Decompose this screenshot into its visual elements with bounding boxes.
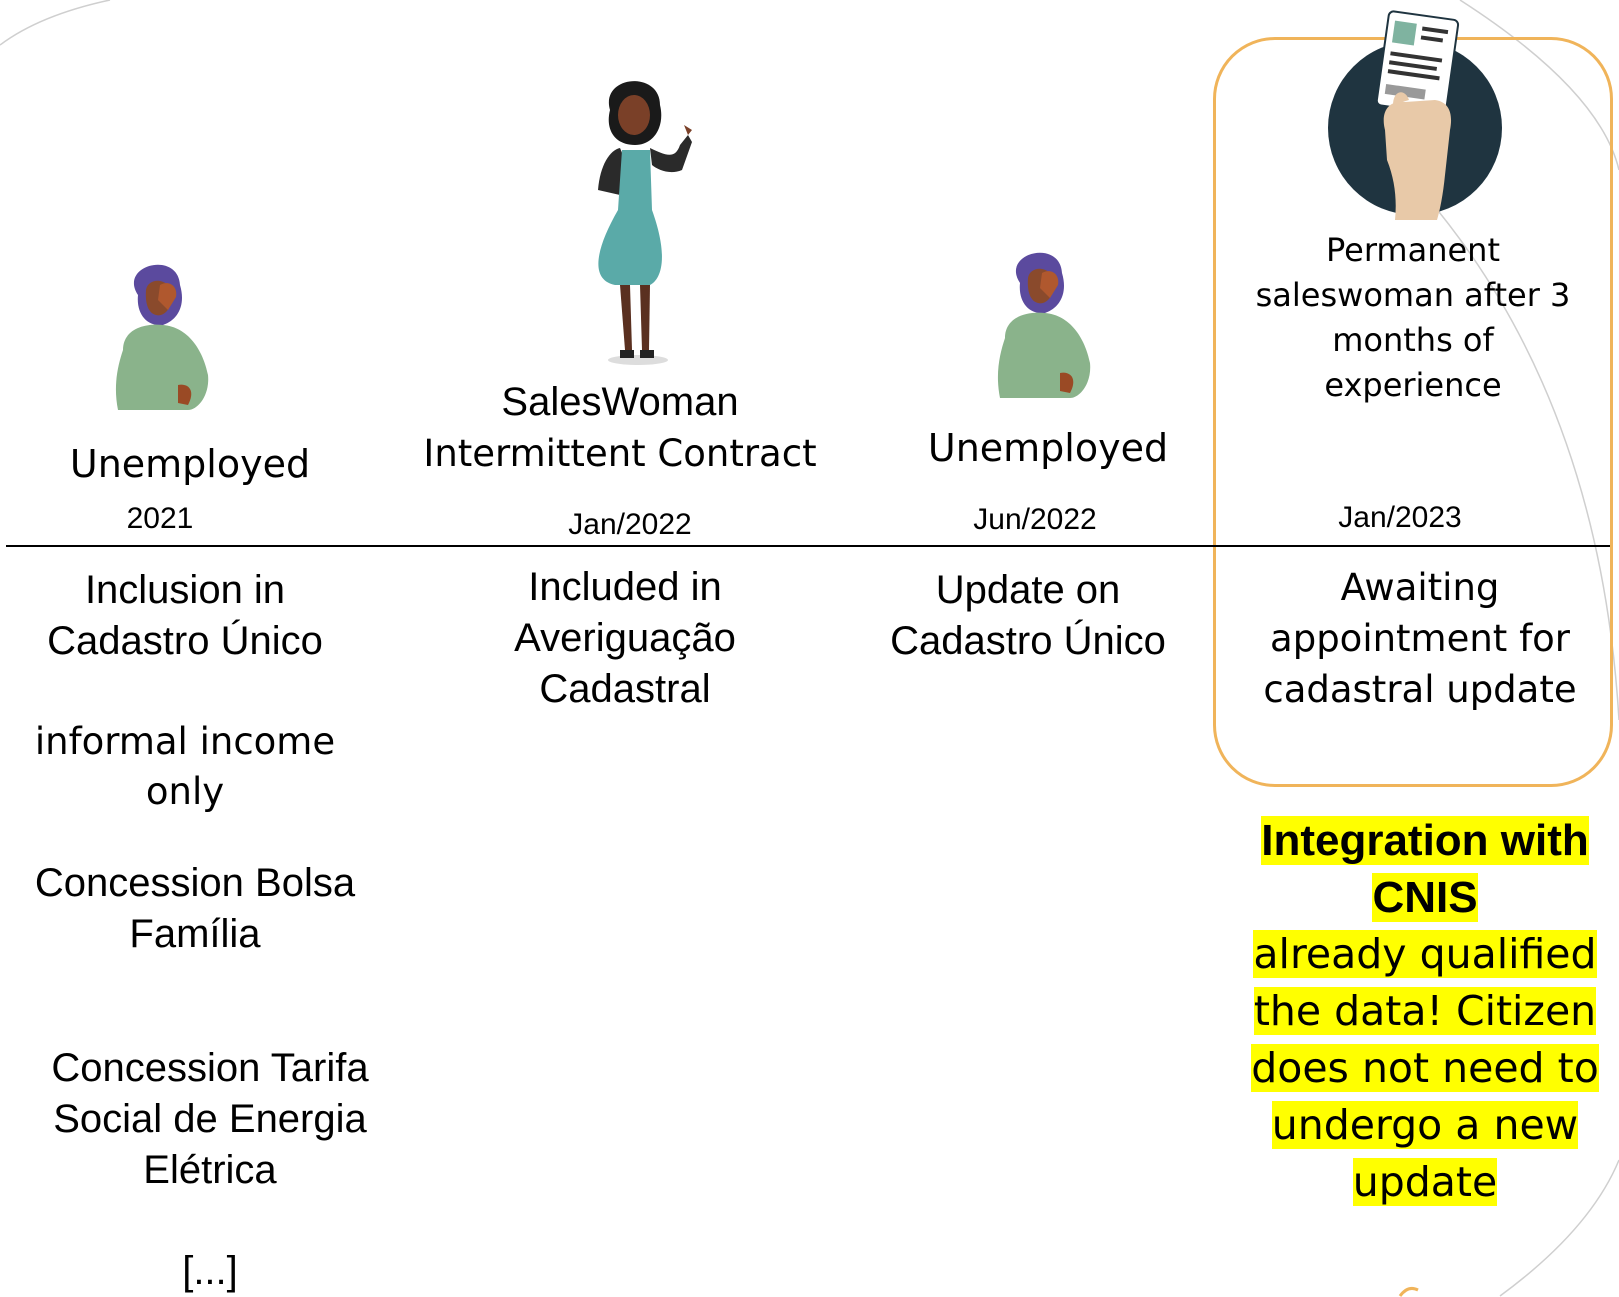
integration-note: Integration with CNIS already qualified … xyxy=(1240,812,1610,1211)
timeline-date: Jun/2022 xyxy=(973,503,1097,536)
timeline-event: Included in Averiguação Cadastral xyxy=(514,565,736,711)
timeline-axis xyxy=(6,545,1610,547)
timeline-event: [...] xyxy=(182,1249,238,1293)
saleswoman-thumbs-up-icon xyxy=(598,81,692,365)
timeline-date: Jan/2023 xyxy=(1338,501,1462,534)
hand-holding-id-card-icon xyxy=(1328,10,1502,220)
timeline-event: Update on Cadastro Único xyxy=(890,568,1166,663)
timeline-event: Inclusion in Cadastro Único xyxy=(47,568,323,663)
status-label: Unemployed xyxy=(69,442,311,486)
unemployed-woman-icon xyxy=(997,252,1091,398)
timeline-date: 2021 xyxy=(126,502,194,535)
status-detail-label: Intermittent Contract xyxy=(423,432,817,475)
status-label: SalesWoman xyxy=(501,380,739,424)
timeline-event: Awaiting appointment for cadastral updat… xyxy=(1263,566,1577,711)
timeline-date: Jan/2022 xyxy=(568,508,692,541)
timeline-event: Concession Bolsa Família xyxy=(34,861,356,956)
timeline-event: informal income only xyxy=(34,720,336,813)
status-label: Permanent saleswoman after 3 months of e… xyxy=(1255,231,1571,404)
unemployed-woman-icon xyxy=(115,264,209,410)
status-label: Unemployed xyxy=(927,426,1169,470)
integration-body: already qualified the data! Citizen does… xyxy=(1251,930,1599,1206)
timeline-event: Concession Tarifa Social de Energia Elét… xyxy=(51,1046,369,1192)
integration-heading: Integration with CNIS xyxy=(1261,816,1589,922)
